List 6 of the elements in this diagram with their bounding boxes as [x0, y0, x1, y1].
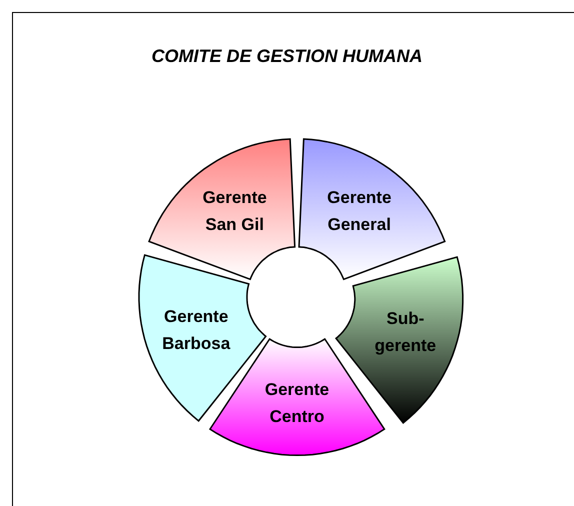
segment-label: Gerente Barbosa	[161, 306, 232, 355]
segment-label: Sub-gerente	[374, 308, 438, 358]
segment-label: Gerente Centro	[264, 378, 330, 428]
segment-label: Gerente San Gil	[202, 187, 268, 236]
diagram-title: COMITE DE GESTION HUMANA	[150, 46, 424, 67]
segment-label: Gerente General	[326, 187, 392, 236]
